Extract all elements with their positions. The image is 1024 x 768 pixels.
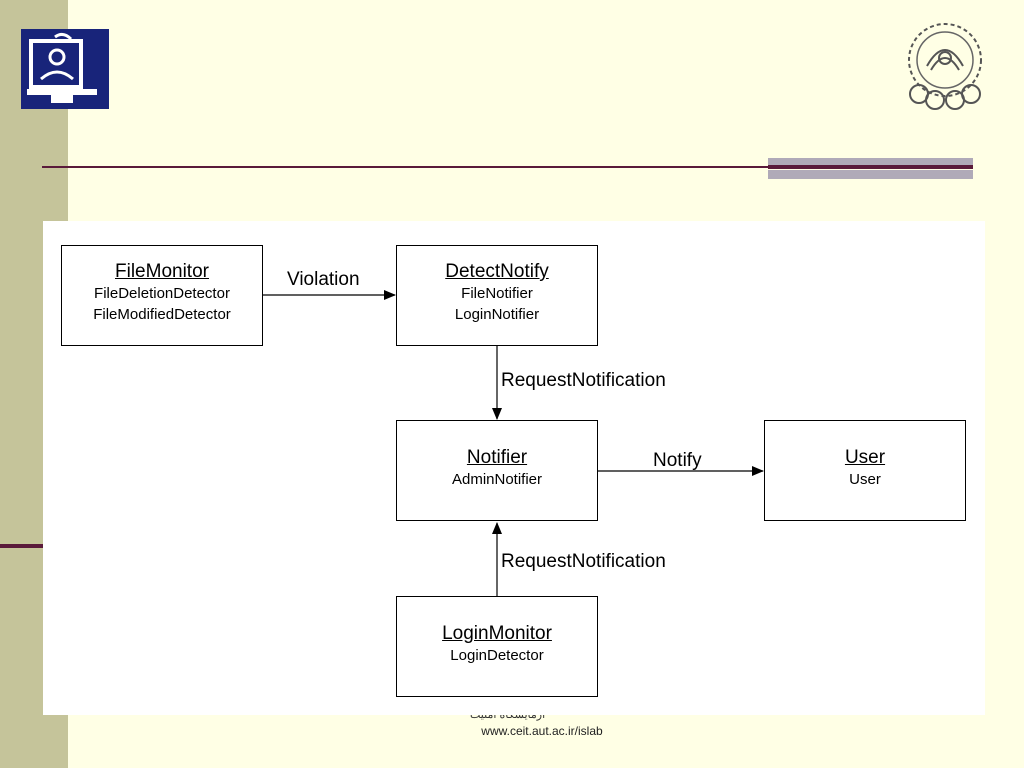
edge-label-violation: Violation	[287, 269, 360, 290]
header-rule-accent	[768, 158, 973, 165]
edge-label-request-notification-bottom: RequestNotification	[501, 551, 666, 572]
edge-label-request-notification-top: RequestNotification	[501, 370, 666, 391]
header-rule	[42, 166, 768, 168]
node-file-monitor-line-1: FileDeletionDetector	[94, 285, 230, 302]
lab-logo-icon	[21, 29, 109, 109]
node-notifier-title: Notifier	[466, 447, 528, 468]
university-emblem-icon	[903, 14, 987, 116]
node-detect-notify: DetectNotify FileNotifier LoginNotifier	[396, 245, 598, 346]
node-login-monitor: LoginMonitor LoginDetector	[396, 596, 598, 697]
node-user-title: User	[844, 447, 886, 468]
node-user-line-1: User	[849, 471, 881, 488]
edge-label-notify: Notify	[653, 450, 702, 471]
header-rule-accent-dark	[768, 165, 973, 169]
node-detect-notify-title: DetectNotify	[445, 261, 549, 282]
diagram-panel: FileMonitor FileDeletionDetector FileMod…	[43, 221, 985, 715]
node-file-monitor-line-2: FileModifiedDetector	[93, 306, 231, 323]
node-user: User User	[764, 420, 966, 521]
diagram-edges	[262, 290, 764, 596]
header-rule-accent-lower	[768, 170, 973, 179]
node-login-monitor-line-1: LoginDetector	[450, 647, 544, 664]
node-notifier-line-1: AdminNotifier	[451, 471, 543, 488]
footer-url: www.ceit.aut.ac.ir/islab	[481, 724, 603, 738]
node-detect-notify-line-2: LoginNotifier	[454, 306, 540, 323]
node-detect-notify-line-1: FileNotifier	[461, 285, 533, 302]
node-login-monitor-title: LoginMonitor	[442, 623, 552, 644]
node-file-monitor: FileMonitor FileDeletionDetector FileMod…	[61, 245, 263, 346]
left-accent-line	[0, 544, 44, 548]
node-file-monitor-title: FileMonitor	[115, 261, 209, 282]
node-notifier: Notifier AdminNotifier	[396, 420, 598, 521]
